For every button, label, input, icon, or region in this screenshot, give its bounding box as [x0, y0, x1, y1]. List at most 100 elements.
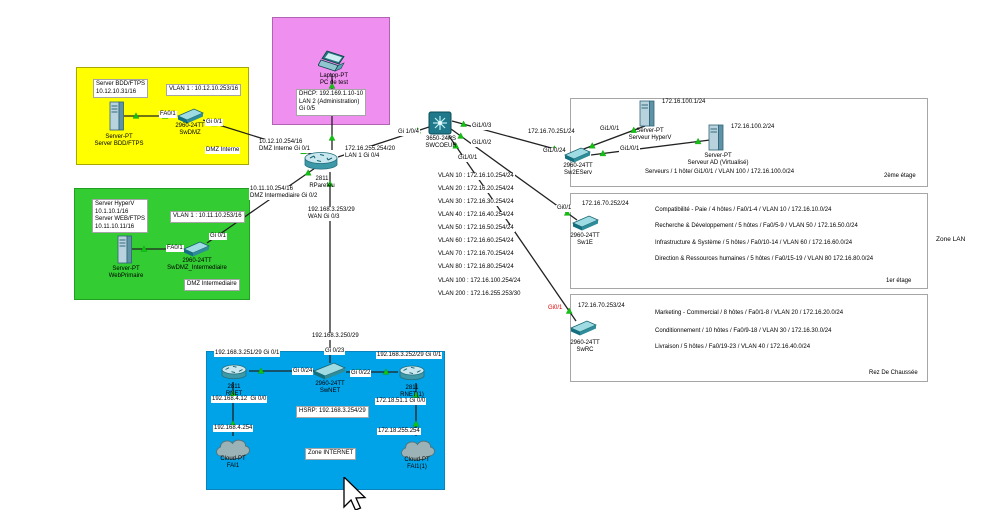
floor2-label: 2ème étage: [884, 173, 916, 179]
label-uplink-floor1-ip: 172.16.70.252/24: [581, 201, 630, 209]
zone-floor0: [570, 294, 928, 382]
serveur-hyperv-name: Server-PT Serveur HyperV: [628, 128, 672, 142]
vlan-gw-20: VLAN 20 : 172.16.20.254/24: [437, 186, 515, 194]
rparefeu-name: 2811 RParefeu: [309, 176, 335, 190]
label-wan: 192.168.3.253/29 WAN Gi 0/3: [307, 207, 356, 222]
link-swdmzint-rparefeu[interactable]: [206, 165, 319, 244]
port-gi103: Gi1/0/3: [471, 123, 493, 131]
zone-floor2: [570, 98, 928, 187]
vlan-gw-200: VLAN 200 : 172.16.255.253/30: [437, 291, 522, 299]
server-webprimaire-name: Server-PT WebPrimaire: [108, 266, 144, 280]
server-bdd-icon[interactable]: [109, 101, 125, 137]
rnet-name: 2811 RNET: [225, 384, 243, 398]
label-uplink-dmz-intermediaire: 10.11.10.254/16 DMZ Intermediaire Gi 0/2: [249, 186, 319, 201]
laptop-icon[interactable]: [317, 50, 348, 80]
swcoeur-icon[interactable]: [428, 111, 452, 140]
floor0-row-livraison: Livraison / 5 hôtes / Fa0/19-23 / VLAN 4…: [655, 344, 811, 350]
note-vlan1-dmz-interne: VLAN 1 : 10.12.10.253/16: [166, 84, 242, 96]
floor0-row-conditionnement: Conditionnement / 10 hôtes / Fa0/9-18 / …: [655, 328, 832, 334]
port-gi023: Gi 0/23: [324, 348, 346, 356]
label-rnet1-gw: 172.18.255.254: [377, 428, 421, 436]
label-rnet-ip: 192.168.3.251/29 Gi 0/1: [214, 350, 281, 358]
label-hyperv-ip: 172.16.100.1/24: [661, 99, 707, 107]
port-gi102: Gi1/0/2: [471, 140, 493, 148]
vlan-gw-40: VLAN 40 : 172.16.40.254/24: [437, 212, 515, 220]
swdmz-intermediaire-name: 2960-24TT SwDMZ_Intermediaire: [167, 258, 227, 272]
floor0-label: Rez De Chaussée: [869, 370, 918, 376]
server-webprimaire-icon[interactable]: [117, 235, 133, 270]
rparefeu-icon[interactable]: [304, 150, 338, 178]
cloud-fai11-icon[interactable]: [398, 437, 437, 467]
label-zone-internet: Zone INTERNET: [305, 448, 357, 460]
port-fa01-dmz-intermediaire: FA0/1: [166, 245, 184, 253]
port-gi01-swdmz-intermediaire: Gi 0/1: [209, 233, 228, 241]
laptop-name: Laptop-PT PC de test: [319, 73, 349, 87]
label-rnet-gw: 192.168.4.254: [213, 425, 254, 433]
floor2-description: Serveurs / 1 hôte/ Gi1/0/1 / VLAN 100 / …: [645, 169, 795, 175]
vlan-gw-30: VLAN 30 : 172.16.30.254/24: [437, 199, 515, 207]
port-gi01-swrc: Gi0/1: [547, 305, 564, 313]
vlan-gw-60: VLAN 60 : 172.16.60.254/24: [437, 238, 515, 246]
rnet1-icon[interactable]: [399, 364, 425, 388]
label-ad-ip: 172.16.100.2/24: [730, 124, 776, 132]
port-gi1024-sw2eserv: Gi1/0/24: [542, 148, 567, 156]
serveur-ad-name: Server-PT Serveur AD (Virtualisé): [687, 153, 749, 167]
serveur-hyperv-icon[interactable]: [639, 100, 656, 133]
label-rnet1-wan-ip: 172.18.51.1 Gi 0/0: [375, 398, 427, 406]
mouse-cursor: [343, 477, 367, 510]
swnet-icon[interactable]: [312, 361, 347, 385]
sw2eserv-name: 2960-24TT Sw2EServ: [563, 163, 593, 177]
label-uplink-floor2-ip: 172.16.70.251/24: [527, 129, 576, 137]
label-dmz-intermediaire: DMZ Intermediaire: [184, 279, 240, 291]
floor1-label: 1er étage: [886, 278, 912, 284]
port-gi01-sw1e: Gi0/1: [556, 205, 573, 213]
swdmz-icon[interactable]: [177, 108, 204, 129]
cloud-fai11-name: Cloud-PT FAI1(1): [404, 457, 430, 471]
swdmz-name: 2960-24TT SwDMZ: [175, 123, 205, 137]
port-gi024: Gi 0/24: [292, 368, 314, 376]
floor0-row-marketing: Marketing - Commercial / 8 hôtes / Fa0/1…: [655, 310, 844, 316]
label-uplink-floor0-ip: 172.16.70.253/24: [577, 303, 626, 311]
port-gi101: Gi1/0/1: [457, 155, 479, 163]
label-lan1: 172.16.255.254/20 LAN 1 Gi 0/4: [344, 146, 397, 161]
port-fa01-dmz-interne: FA0/1: [159, 111, 177, 119]
floor1-row-direction: Direction & Ressources humaines / 5 hôte…: [655, 256, 874, 262]
label-swnet-uplink-ip: 192.168.3.250/29: [311, 333, 360, 341]
label-hsrp: HSRP: 192.168.3.254/29: [296, 406, 369, 418]
port-gi101-hyperv: Gi1/0/1: [599, 126, 621, 134]
note-dhcp: DHCP: 192.169.1.10-10 LAN 2 (Administrat…: [296, 89, 367, 116]
note-server-hyperv-web: Server HyperV 10.1.10.1/16 Server WEB/FT…: [92, 199, 149, 233]
sw1e-icon[interactable]: [572, 215, 599, 236]
sw2eserv-icon[interactable]: [564, 147, 591, 168]
vlan-gw-70: VLAN 70 : 172.16.70.254/24: [437, 251, 515, 259]
label-dmz-interne: DMZ Interne: [205, 147, 241, 155]
label-uplink-dmz-interne: 10.12.10.254/16 DMZ Interne Gi 0/1: [258, 139, 312, 154]
label-rnet1-ip: 192.168.3.252/29 Gi 0/1: [376, 352, 443, 360]
rnet1-name: 2811 RNET(1): [400, 385, 424, 399]
vlan-gw-50: VLAN 50 : 172.16.50.254/24: [437, 225, 515, 233]
port-gi01-swdmz: Gi 0/1: [205, 119, 224, 127]
zone-floor1: [570, 193, 928, 289]
serveur-ad-icon[interactable]: [708, 124, 725, 157]
swdmz-intermediaire-icon[interactable]: [183, 241, 210, 262]
note-server-bdd: Server BDD/FTPS 10.12.10.31/16: [93, 79, 149, 98]
swrc-name: 2960-24TT SwRC: [570, 340, 600, 354]
floor1-row-compta: Compatibilité - Paie / 4 hôtes / Fa0/1-4…: [655, 207, 832, 213]
swnet-name: 2960-24TT SwNET: [315, 381, 345, 395]
swrc-icon[interactable]: [570, 319, 597, 342]
port-gi104: Gi 1/0/4: [397, 129, 421, 137]
rnet-icon[interactable]: [221, 363, 247, 387]
zone-lan-label: Zone LAN: [936, 236, 966, 243]
port-gi101-ad: Gi1/0/1: [619, 146, 641, 154]
vlan-gw-10: VLAN 10 : 172.16.10.254/24: [437, 173, 515, 181]
vlan-gw-80: VLAN 80 : 172.16.80.254/24: [437, 264, 515, 272]
cloud-fai1-icon[interactable]: [213, 436, 252, 466]
link-sw2eserv-ad[interactable]: [590, 139, 711, 156]
sw1e-name: 2960-24TT Sw1E: [570, 233, 600, 247]
label-rnet-wan-ip: 192.168.4.12 Gi 0/0: [211, 396, 268, 404]
note-vlan1-dmz-intermediaire: VLAN 1 : 10.11.10.253/16: [170, 211, 245, 223]
floor1-row-rd: Recherche & Développement / 5 hôtes / Fa…: [655, 223, 858, 229]
floor1-row-infra: Infrastructure & Système / 5 hôtes / Fa0…: [655, 240, 853, 246]
port-gi022: Gi 0/22: [350, 370, 372, 378]
